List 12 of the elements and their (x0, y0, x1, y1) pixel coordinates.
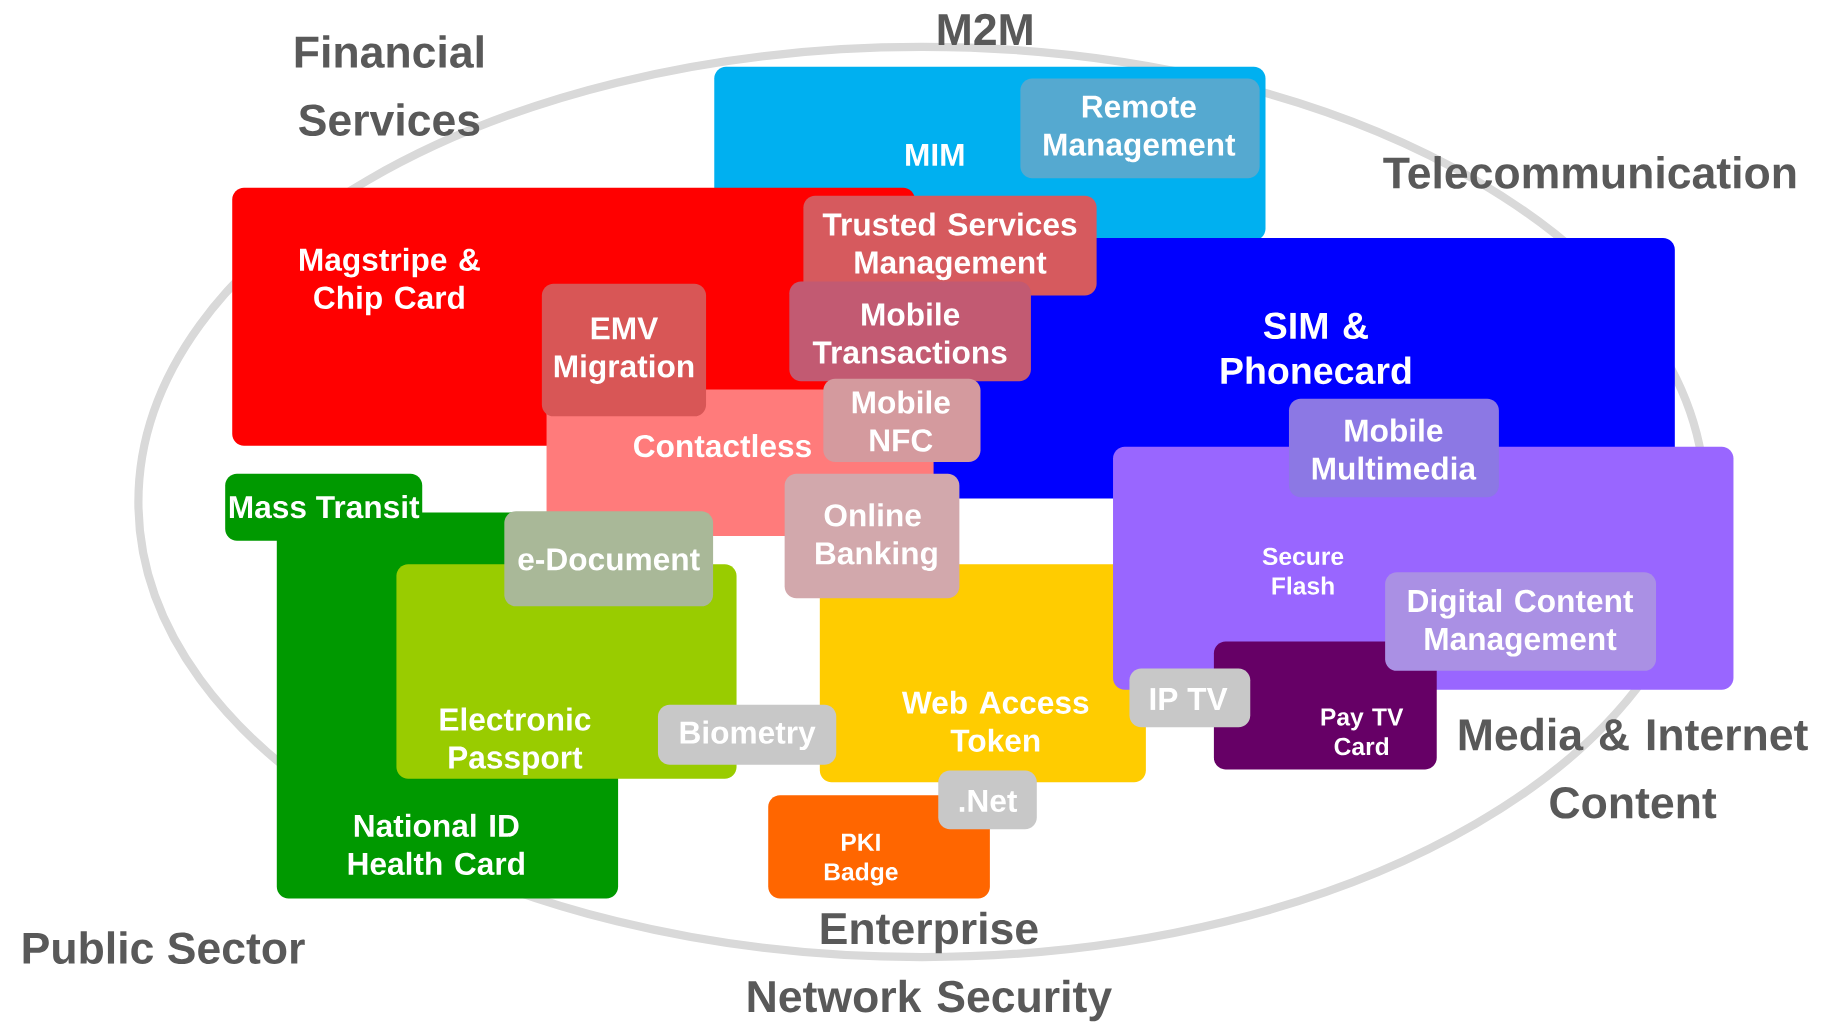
colored-box: Remote Management (1020, 78, 1260, 179)
sector-label: Public Sector (23, 931, 305, 964)
sector-label: Telecommunication (1383, 155, 1796, 189)
sector-label: Financial Services (295, 35, 483, 136)
colored-box: Mass Transit (225, 473, 423, 541)
sector-label: M2M (938, 13, 1032, 45)
colored-box: Mobile NFC (823, 378, 981, 462)
colored-box: Online Banking (784, 473, 960, 599)
colored-box: Mobile Transactions (789, 281, 1031, 382)
sector-label: Enterprise Network Security (748, 911, 1112, 1022)
sector-label: Media & Internet Content (1459, 717, 1808, 819)
colored-box: e-Document (504, 511, 714, 607)
